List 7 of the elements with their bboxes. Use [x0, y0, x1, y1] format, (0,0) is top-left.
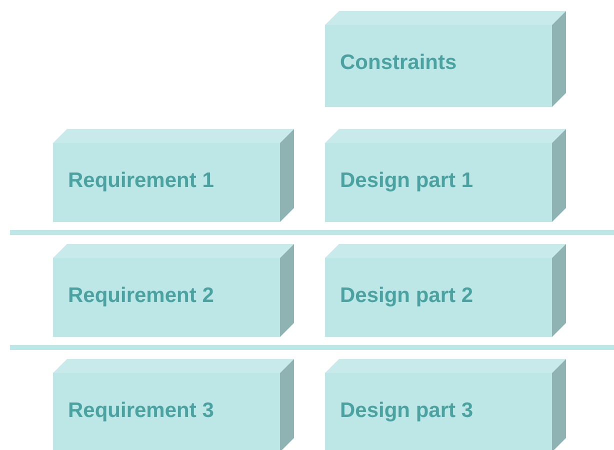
block-label: Design part 1 [340, 169, 474, 193]
block-label: Constraints [340, 51, 457, 75]
block-label: Design part 3 [340, 399, 474, 423]
block-label: Requirement 3 [68, 399, 214, 423]
block-label: Design part 2 [340, 284, 474, 308]
block-label: Requirement 2 [68, 284, 214, 308]
block-label: Requirement 1 [68, 169, 214, 193]
